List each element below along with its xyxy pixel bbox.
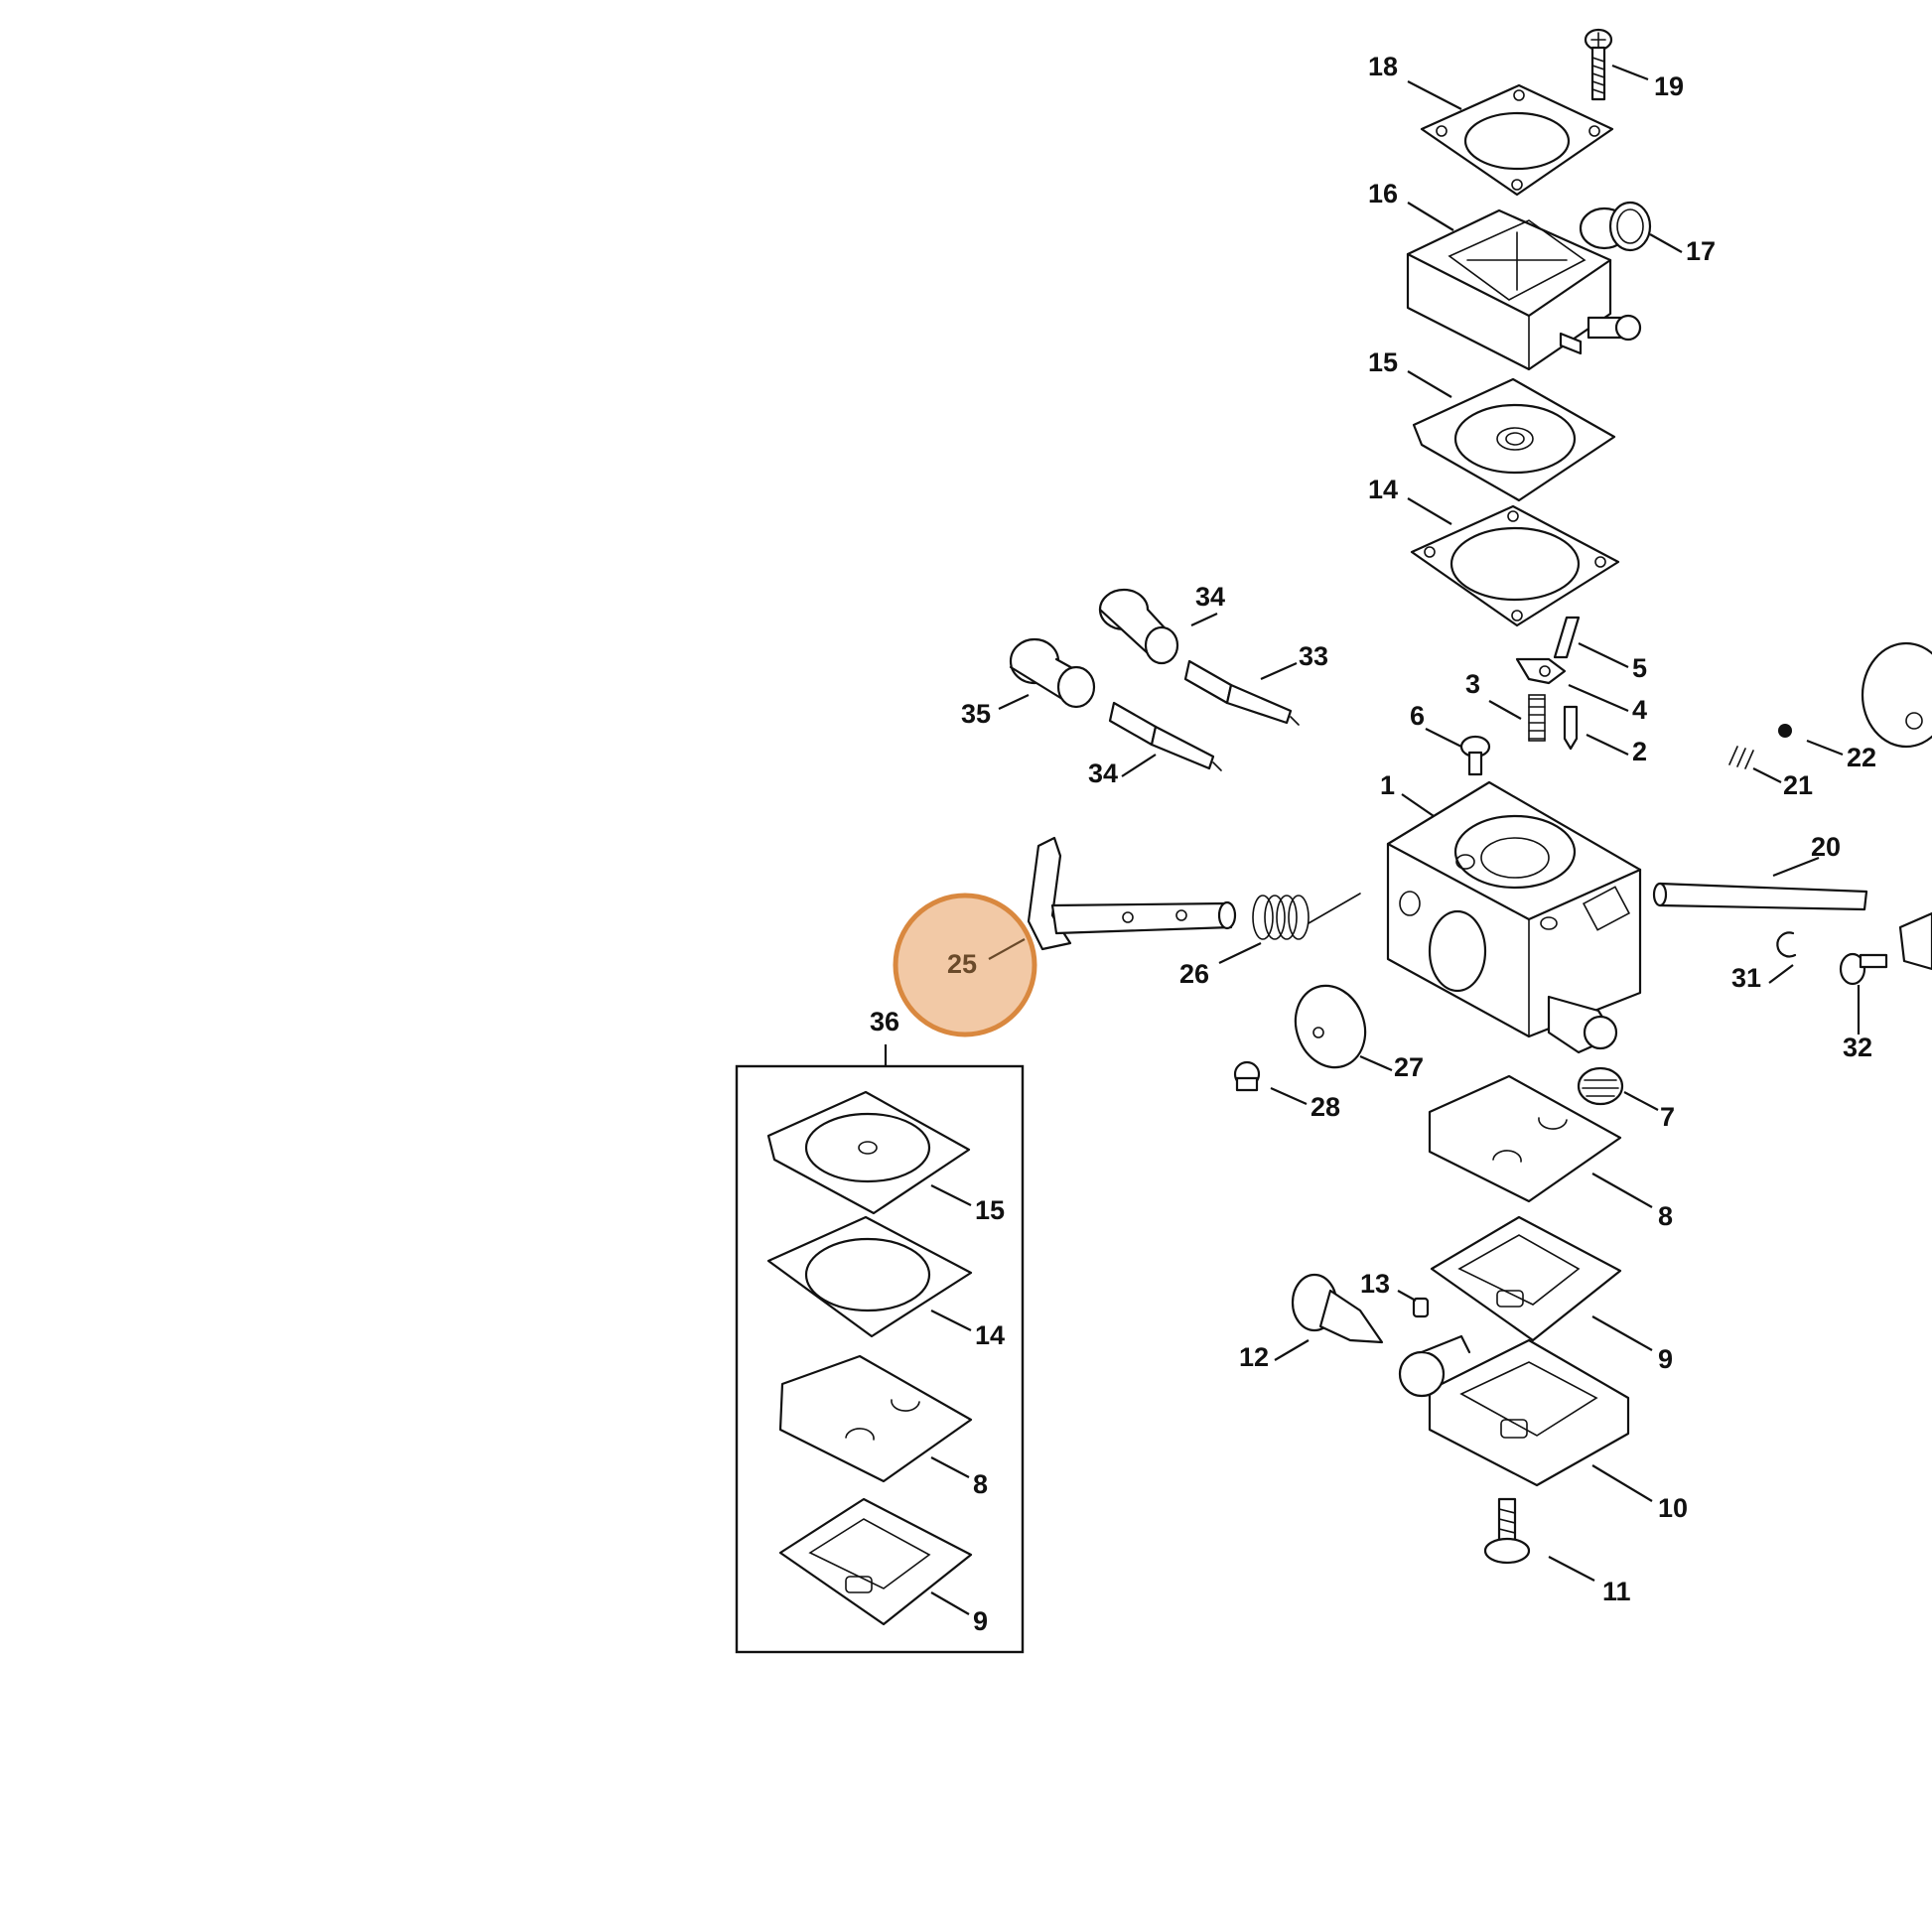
callout-labels: 18 19 16 17 15 14 5 3 4 2 6 1 22 21 20 3… (870, 52, 1876, 1636)
callout-36[interactable]: 36 (870, 1007, 899, 1036)
adjusting-needle-icon (1108, 701, 1222, 771)
parts-layer (1009, 28, 1932, 1565)
screw-icon (1483, 1497, 1531, 1565)
callout-27[interactable]: 27 (1394, 1052, 1424, 1082)
o-ring-icon (1608, 201, 1652, 252)
highlight-circle[interactable] (893, 893, 1037, 1037)
repair-kit-box (735, 1064, 1025, 1654)
limiter-cap-icon (1098, 588, 1179, 665)
callout-31[interactable]: 32 (1843, 1033, 1872, 1062)
callout-26[interactable]: 26 (1179, 959, 1209, 989)
highlighted-part-marker[interactable]: 25 (893, 893, 1037, 1037)
screw-icon (1839, 952, 1888, 986)
kit-callout-14[interactable]: 14 (975, 1320, 1005, 1350)
ball-icon (1778, 724, 1792, 738)
inlet-lever-icon (1515, 657, 1567, 685)
screw-icon (1584, 28, 1613, 101)
callout-20[interactable]: 20 (1811, 832, 1841, 862)
spring-icon (1728, 746, 1754, 769)
shaft-icon (1027, 836, 1237, 951)
gasket-icon (1410, 504, 1620, 627)
gasket-icon (766, 1215, 973, 1338)
spring-icon (1528, 694, 1546, 742)
kit-callout-9[interactable]: 9 (973, 1606, 988, 1636)
strainer-icon (1577, 1066, 1624, 1106)
throttle-plate-icon (1294, 984, 1367, 1069)
callout-33[interactable]: 34 (1195, 582, 1225, 612)
diaphragm-icon (1428, 1074, 1622, 1203)
choke-plate-icon (1861, 641, 1932, 749)
pump-cover-icon (1406, 207, 1642, 371)
callout-35[interactable]: 35 (961, 699, 991, 729)
highlight-leader-line (988, 938, 1026, 960)
kit-callout-15[interactable]: 15 (975, 1195, 1005, 1225)
callout-12[interactable]: 12 (1239, 1342, 1269, 1372)
callout-5[interactable]: 5 (1632, 653, 1647, 683)
pin-icon (1553, 616, 1581, 659)
callout-11[interactable]: 11 (1602, 1577, 1631, 1606)
inlet-needle-icon (1563, 705, 1579, 751)
shaft-icon (1652, 882, 1868, 911)
carburetor-body-icon (1386, 780, 1642, 1054)
leader-lines (884, 64, 1861, 1615)
callout-28[interactable]: 28 (1311, 1092, 1340, 1122)
callout-17[interactable]: 17 (1686, 236, 1716, 266)
callout-14[interactable]: 14 (1368, 475, 1398, 504)
clip-icon (1776, 931, 1797, 958)
callout-10[interactable]: 10 (1658, 1493, 1688, 1523)
lever-icon (1898, 911, 1932, 971)
callout-13[interactable]: 13 (1360, 1269, 1390, 1299)
diaphragm-icon (1412, 377, 1616, 502)
screw-icon (1459, 735, 1491, 776)
callout-15[interactable]: 15 (1368, 347, 1398, 377)
gasket-icon (778, 1497, 973, 1626)
callout-29[interactable]: 31 (1731, 963, 1761, 993)
callout-18[interactable]: 18 (1368, 52, 1398, 81)
callout-1[interactable]: 1 (1380, 770, 1395, 800)
kit-callout-8[interactable]: 8 (973, 1469, 988, 1499)
callout-9[interactable]: 9 (1658, 1344, 1673, 1374)
callout-21[interactable]: 21 (1783, 770, 1813, 800)
diaphragm-icon (766, 1090, 971, 1215)
callout-32[interactable]: 33 (1299, 641, 1328, 671)
callout-8[interactable]: 8 (1658, 1201, 1673, 1231)
callout-4[interactable]: 4 (1632, 695, 1647, 725)
screw-icon (1233, 1060, 1261, 1092)
pump-cover-icon (1398, 1334, 1630, 1487)
adjusting-needle-icon (1183, 659, 1300, 726)
spring-icon (1252, 893, 1361, 940)
callout-34[interactable]: 34 (1088, 759, 1118, 788)
pin-icon (1412, 1297, 1430, 1318)
callout-7[interactable]: 7 (1660, 1102, 1675, 1132)
callout-6[interactable]: 6 (1410, 701, 1425, 731)
gasket-icon (1430, 1215, 1622, 1342)
callout-22[interactable]: 22 (1847, 743, 1876, 772)
callout-3[interactable]: 3 (1465, 669, 1480, 699)
callout-25[interactable]: 25 (947, 949, 977, 979)
callout-2[interactable]: 2 (1632, 737, 1647, 766)
limiter-cap-icon (1009, 637, 1096, 709)
callout-19[interactable]: 19 (1654, 71, 1684, 101)
diaphragm-icon (778, 1354, 973, 1483)
plug-icon (1291, 1273, 1384, 1344)
callout-16[interactable]: 16 (1368, 179, 1398, 208)
gasket-icon (1420, 83, 1614, 197)
